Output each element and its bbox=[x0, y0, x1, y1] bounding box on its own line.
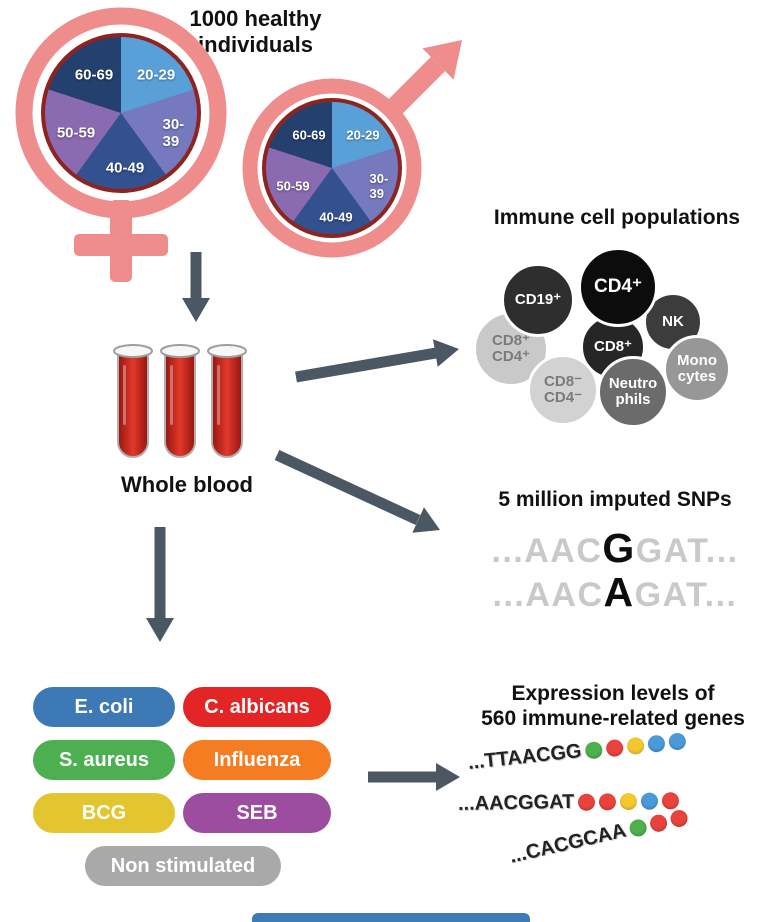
pie-label-40-49: 40-49 bbox=[319, 209, 353, 225]
gene-dot bbox=[627, 817, 649, 839]
stimulus-ecoli: E. coli bbox=[33, 687, 175, 727]
cell-monocytes: Mono cytes bbox=[663, 335, 731, 403]
test-tube bbox=[113, 344, 153, 458]
arrow-to-snps bbox=[274, 450, 440, 533]
snp-seq-post: GAT... bbox=[634, 576, 738, 614]
cell-cd19: CD19⁺ bbox=[501, 263, 575, 337]
stimulus-c-albicans: C. albicans bbox=[183, 687, 331, 727]
gene-dot bbox=[668, 808, 690, 829]
immune-cells-title: Immune cell populations bbox=[493, 206, 741, 229]
gene-dot bbox=[584, 740, 604, 760]
pie-label-40-49: 40-49 bbox=[105, 159, 145, 177]
gene-seq-text: ...AACGGAT bbox=[457, 790, 575, 815]
snp-sequence-2: ...AACAGAT... bbox=[455, 572, 771, 613]
test-tube bbox=[207, 344, 247, 458]
stimulus-non-stimulated: Non stimulated bbox=[85, 846, 281, 886]
gene-dot bbox=[626, 736, 645, 756]
gene-dot bbox=[578, 793, 596, 811]
snp-variant-allele: A bbox=[603, 569, 635, 615]
gene-dot bbox=[641, 792, 659, 810]
gene-dot bbox=[599, 793, 617, 811]
male-icon bbox=[242, 40, 462, 258]
cell-neutrophils: Neutro phils bbox=[597, 356, 669, 428]
stimulus-influenza: Influenza bbox=[183, 740, 331, 780]
blood-tubes-icon bbox=[113, 344, 247, 458]
gene-dot bbox=[648, 813, 669, 834]
snp-variant-allele: G bbox=[602, 525, 636, 571]
stimulus-bcg: BCG bbox=[33, 793, 175, 833]
whole-blood-label: Whole blood bbox=[121, 472, 253, 497]
bottom-partial-bar bbox=[252, 913, 530, 922]
pie-label-20-29: 20-29 bbox=[136, 66, 176, 84]
pie-label-30-39: 30-39 bbox=[369, 171, 389, 201]
arrow-to-immune-cells bbox=[295, 339, 459, 383]
snp-sequence-1: ...AACGGAT... bbox=[455, 528, 771, 569]
arrow-to-expression bbox=[368, 763, 460, 791]
pie-label-60-69: 60-69 bbox=[74, 66, 114, 84]
snp-seq-pre: ...AAC bbox=[492, 576, 604, 614]
expression-title: Expression levels of 560 immune-related … bbox=[481, 682, 745, 730]
female-age-pie: 20-29 30-39 40-49 50-59 60-69 bbox=[41, 33, 201, 193]
gene-dot bbox=[620, 792, 638, 811]
arrow-to-blood bbox=[182, 252, 210, 322]
pie-label-30-39: 30-39 bbox=[162, 116, 185, 150]
stimulus-seb: SEB bbox=[183, 793, 331, 833]
gene-dot bbox=[668, 732, 687, 751]
snps-title: 5 million imputed SNPs bbox=[498, 488, 732, 511]
pie-label-20-29: 20-29 bbox=[346, 127, 380, 143]
arrow-to-stimuli bbox=[146, 527, 174, 642]
snp-seq-post: GAT... bbox=[635, 532, 739, 570]
female-icon bbox=[15, 7, 227, 282]
gene-dot bbox=[605, 738, 625, 758]
gene-dot bbox=[647, 734, 666, 754]
stimulus-s-aureus: S. aureus bbox=[33, 740, 175, 780]
cell-cd8neg-cd4neg: CD8⁻ CD4⁻ bbox=[527, 354, 599, 426]
pie-label-60-69: 60-69 bbox=[292, 127, 326, 143]
gene-sequence-2: ...AACGGAT bbox=[458, 789, 680, 816]
snp-seq-pre: ...AAC bbox=[491, 532, 603, 570]
male-age-pie: 20-29 30-39 40-49 50-59 60-69 bbox=[262, 98, 402, 238]
test-tube bbox=[160, 344, 200, 458]
cohort-title: 1000 healthy individuals bbox=[189, 6, 322, 57]
cell-cd4: CD4⁺ bbox=[578, 247, 658, 327]
pie-label-50-59: 50-59 bbox=[56, 124, 96, 142]
pie-label-50-59: 50-59 bbox=[276, 178, 310, 194]
